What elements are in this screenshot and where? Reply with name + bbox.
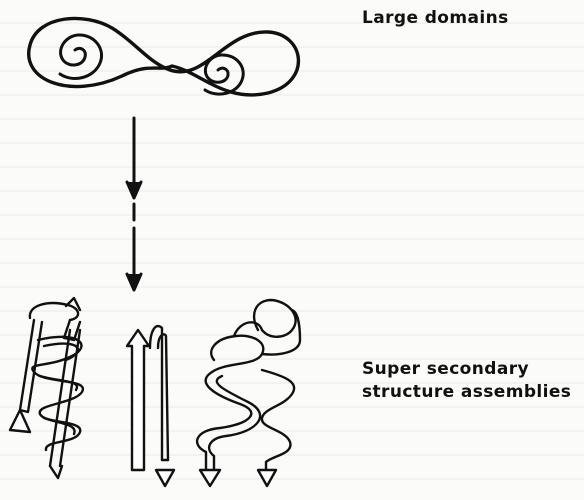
domain-spiral-left (60, 35, 102, 79)
label-supersecondary-line2: structure assemblies (362, 381, 584, 404)
motif-helix-coil (197, 300, 300, 486)
label-supersecondary-assemblies: Super secondary structure assemblies (362, 358, 584, 404)
motif-beta-hairpin (127, 326, 174, 486)
large-domain-outline (29, 18, 299, 95)
motif-helix-ribbon (10, 298, 83, 478)
label-large-domains: Large domains (362, 8, 509, 28)
transition-arrow (127, 118, 141, 290)
label-supersecondary-line1: Super secondary (362, 358, 584, 381)
